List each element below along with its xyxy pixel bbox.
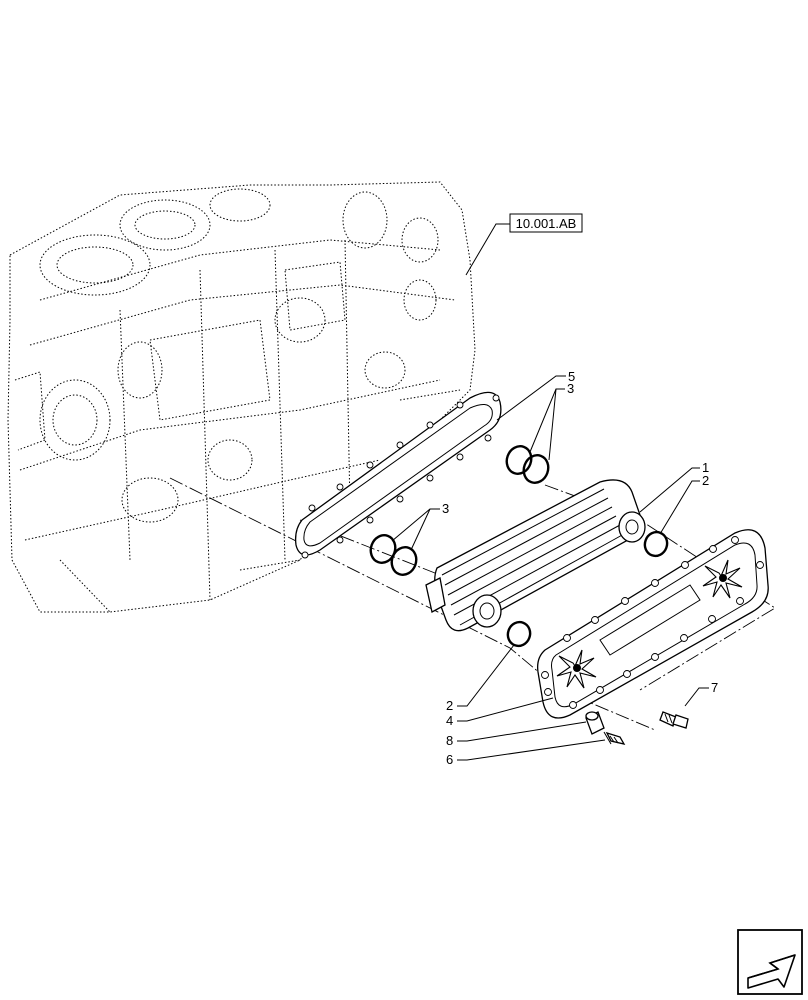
engine-block-outline — [7, 181, 476, 613]
bolt-part-7 — [659, 711, 689, 729]
sleeve-part-8 — [585, 711, 605, 735]
callout-2-upper: 2 — [702, 473, 709, 488]
callout-2-lower: 2 — [446, 698, 453, 713]
callout-1: 1 — [702, 460, 709, 475]
callouts: 5 3 1 2 3 7 2 4 8 6 — [442, 369, 718, 767]
callout-6: 6 — [446, 752, 453, 767]
o-ring-pair-lower — [369, 534, 418, 576]
o-ring-part-2-upper — [643, 530, 669, 558]
next-page-arrow-icon[interactable] — [737, 929, 803, 995]
o-ring-part-2-lower — [506, 620, 532, 648]
oil-cooler-part-1 — [425, 479, 646, 632]
callout-4: 4 — [446, 713, 453, 728]
callout-3-lower: 3 — [442, 501, 449, 516]
callout-7: 7 — [711, 680, 718, 695]
leader-lines — [391, 375, 709, 761]
o-ring-pair-upper — [505, 445, 550, 484]
cover-part-4 — [537, 529, 769, 719]
reference-link-10-001-ab[interactable]: 10.001.AB — [465, 213, 583, 276]
callout-8: 8 — [446, 733, 453, 748]
gasket-part-5 — [294, 391, 502, 559]
callout-3-upper: 3 — [567, 381, 574, 396]
bolt-part-6 — [603, 731, 626, 745]
reference-label: 10.001.AB — [516, 216, 577, 231]
callout-5: 5 — [568, 369, 575, 384]
